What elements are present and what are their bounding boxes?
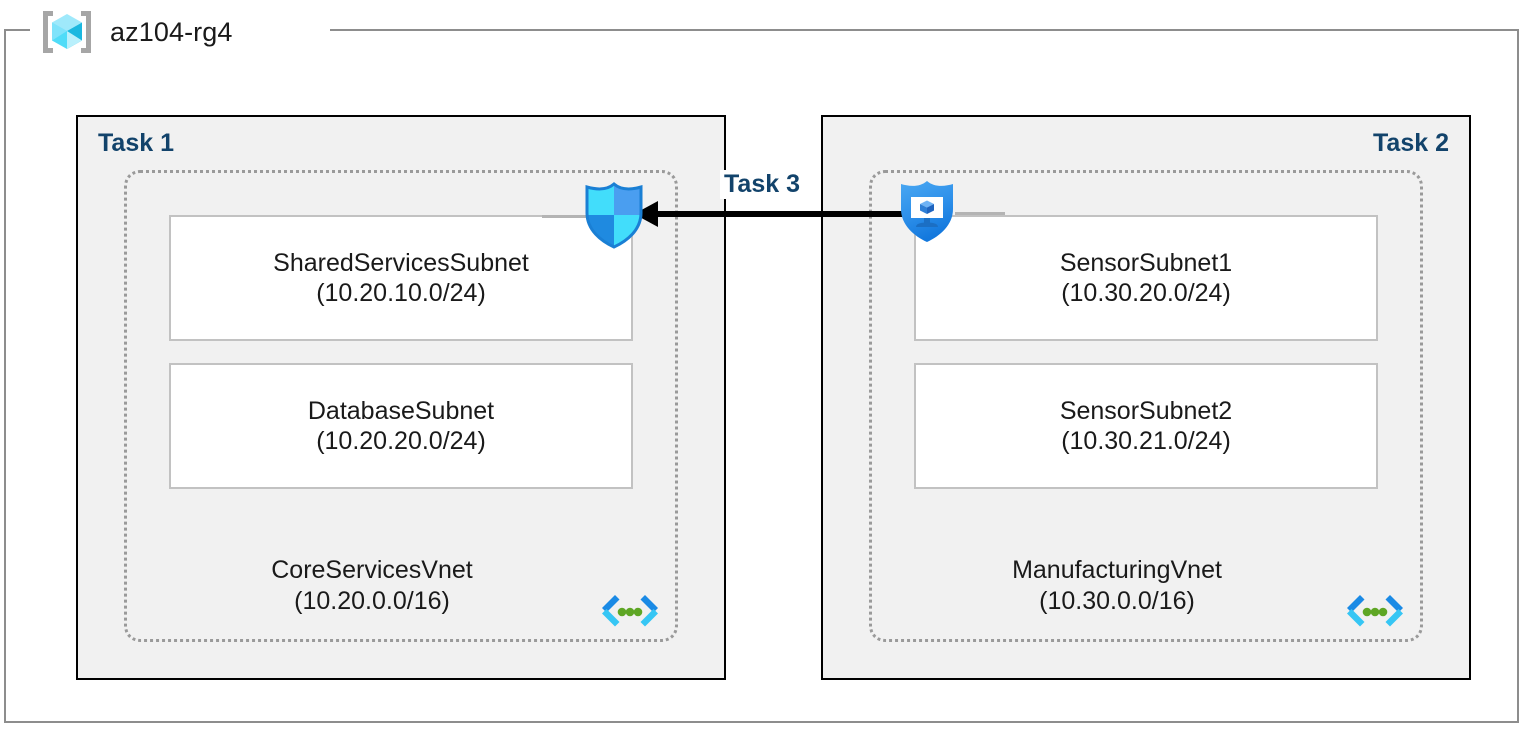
- connector-line-right: [955, 212, 1005, 215]
- subnet-cidr: (10.30.20.0/24): [1061, 279, 1231, 307]
- subnet-box-databasesubnet: DatabaseSubnet (10.20.20.0/24): [169, 363, 633, 489]
- vnet-boundary-2: SensorSubnet1 (10.30.20.0/24) SensorSubn…: [869, 170, 1423, 642]
- task-label-1: Task 1: [98, 129, 174, 157]
- vnet-caption-2: ManufacturingVnet (10.30.0.0/16): [872, 555, 1420, 618]
- connector-line-left: [542, 215, 590, 218]
- subnet-box-sharedservicessubnet: SharedServicesSubnet (10.20.10.0/24): [169, 215, 633, 341]
- vnet-caption-1: CoreServicesVnet (10.20.0.0/16): [127, 555, 675, 618]
- subnet-box-sensorsubnet2: SensorSubnet2 (10.30.21.0/24): [914, 363, 1378, 489]
- subnet-name: DatabaseSubnet: [307, 396, 495, 425]
- subnet-cidr: (10.20.20.0/24): [316, 427, 486, 455]
- vnet-boundary-1: SharedServicesSubnet (10.20.10.0/24) Dat…: [124, 170, 678, 642]
- vnet-name: ManufacturingVnet: [1012, 555, 1222, 584]
- vnet-cidr: (10.20.0.0/16): [294, 586, 450, 615]
- peering-arrow-line: [650, 211, 908, 217]
- vnet-cidr: (10.30.0.0/16): [1039, 586, 1195, 615]
- task-container-2: Task 2 SensorSubnet1 (10.30.20.0/24) Sen…: [821, 115, 1471, 680]
- resource-group-name: az104-rg4: [110, 16, 233, 47]
- subnet-cidr: (10.20.10.0/24): [316, 279, 486, 307]
- subnet-box-sensorsubnet1: SensorSubnet1 (10.30.20.0/24): [914, 215, 1378, 341]
- subnet-name: SharedServicesSubnet: [273, 248, 529, 277]
- subnet-name: SensorSubnet2: [1059, 396, 1233, 425]
- subnet-name: SensorSubnet1: [1059, 248, 1233, 277]
- vnet-name: CoreServicesVnet: [271, 555, 473, 584]
- virtual-network-icon: [597, 591, 663, 635]
- task-container-1: Task 1 SharedServicesSubnet (10.20.10.0/…: [76, 115, 726, 680]
- network-security-group-shield-icon: [582, 182, 646, 250]
- vm-shield-icon: [895, 178, 959, 246]
- task-label-3: Task 3: [720, 170, 804, 199]
- resource-group-frame: [4, 29, 1519, 723]
- azure-resource-group-icon: [40, 7, 94, 57]
- subnet-cidr: (10.30.21.0/24): [1061, 427, 1231, 455]
- task-label-2: Task 2: [1373, 129, 1449, 157]
- resource-group-header: az104-rg4: [40, 6, 232, 58]
- virtual-network-icon: [1342, 591, 1408, 635]
